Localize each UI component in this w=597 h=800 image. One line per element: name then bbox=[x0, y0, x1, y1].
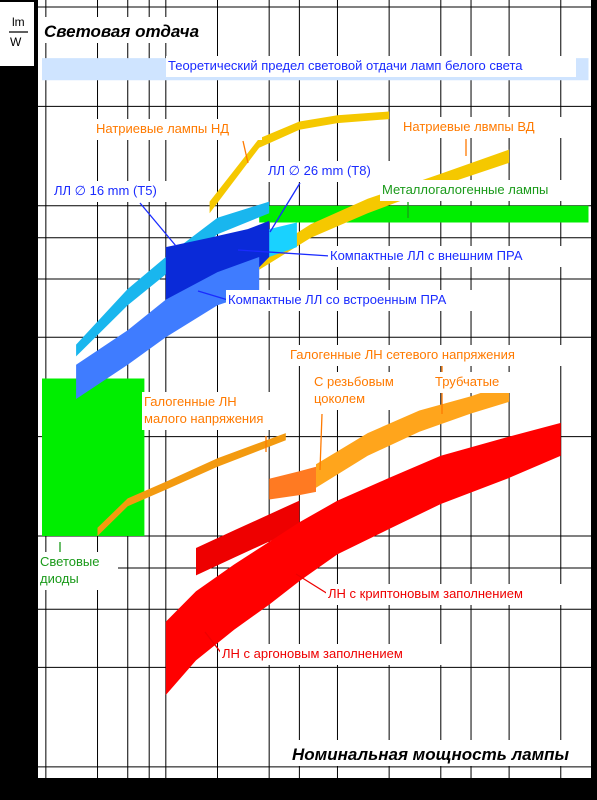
annotation-box-kr bbox=[326, 584, 570, 605]
annotation-leader-t5 bbox=[139, 202, 177, 247]
annotation-label-theor: Теоретический предел световой отдачи лам… bbox=[168, 58, 523, 73]
x-axis-unit: W bbox=[576, 783, 589, 798]
annotation-label-led: диоды bbox=[40, 571, 79, 586]
series-band-2 bbox=[259, 205, 589, 223]
annotation-box-t8 bbox=[266, 161, 392, 182]
series-band-9 bbox=[97, 433, 286, 536]
annotation-box-na_nd bbox=[94, 119, 262, 140]
y-tick-label: 100 bbox=[12, 199, 34, 214]
annotation-label-na_nd: Натриевые лампы НД bbox=[96, 121, 229, 136]
x-tick-label: 10 bbox=[159, 783, 173, 798]
annotation-leader-cfl_ext bbox=[237, 249, 331, 257]
x-tick-label: 400 bbox=[430, 783, 452, 798]
annotation-box-ar bbox=[220, 644, 448, 665]
annotation-box-na_vd bbox=[401, 117, 569, 138]
annotation-label-hal_low: малого напряжения bbox=[144, 411, 263, 426]
series-band-7 bbox=[165, 220, 270, 306]
series-band-4 bbox=[259, 149, 510, 270]
annotation-box-hal_low bbox=[142, 392, 290, 430]
annotation-box-mh bbox=[380, 180, 580, 201]
annotation-leader-ar bbox=[204, 631, 223, 655]
annotation-box-t5 bbox=[52, 181, 188, 202]
x-tick-label: 2 bbox=[42, 783, 49, 798]
annotation-label-kr: ЛН с криптоновым заполнением bbox=[328, 586, 523, 601]
annotation-leader-kr bbox=[295, 573, 329, 595]
x-tick-label: 2000 bbox=[546, 783, 575, 798]
x-tick-label: 100 bbox=[327, 783, 349, 798]
x-tick-label: 40 bbox=[262, 783, 276, 798]
y-unit-numerator: lm bbox=[12, 15, 25, 29]
series-band-1 bbox=[42, 378, 145, 536]
y-tick-label: 200 bbox=[12, 99, 34, 114]
y-tick-label: 4 bbox=[27, 660, 34, 675]
annotation-box-theor bbox=[166, 56, 576, 77]
annotation-label-tube: Трубчатые bbox=[435, 374, 499, 389]
y-tick-label: 2 bbox=[27, 760, 34, 775]
y-axis-unit: lm W bbox=[0, 2, 34, 66]
annotation-leader-screw bbox=[319, 413, 323, 471]
y-tick-label: 8 bbox=[27, 561, 34, 576]
annotation-label-na_vd: Натриевые лвмпы ВД bbox=[403, 119, 535, 134]
x-tick-label: 60 bbox=[292, 783, 306, 798]
annotation-box-hal_mains bbox=[288, 345, 572, 366]
chart-title: Световая отдача bbox=[44, 22, 199, 41]
y-tick-label: 6 bbox=[27, 602, 34, 617]
series-band-10 bbox=[269, 466, 316, 500]
y-tick-label: 80 bbox=[20, 231, 34, 246]
y-tick-label: 20 bbox=[20, 430, 34, 445]
annotation-label-screw: С резьбовым bbox=[314, 374, 394, 389]
y-unit-denominator: W bbox=[10, 35, 22, 49]
x-tick-label: 4 bbox=[94, 783, 101, 798]
annotation-label-ar: ЛН с аргоновым заполнением bbox=[222, 646, 403, 661]
annotation-label-t5: ЛЛ ∅ 16 mm (T5) bbox=[54, 183, 157, 198]
series-band-11 bbox=[316, 383, 510, 488]
annotation-label-led: Световые bbox=[40, 554, 99, 569]
series-band-3 bbox=[209, 111, 390, 214]
x-tick-label: 20 bbox=[210, 783, 224, 798]
annotation-label-hal_mains: Галогенные ЛН сетевого напряжения bbox=[290, 347, 515, 362]
y-tick-label: 60 bbox=[20, 272, 34, 287]
annotation-box-screw bbox=[312, 372, 412, 410]
annotation-leader-t8 bbox=[269, 182, 301, 233]
annotation-leader-na_nd bbox=[242, 140, 249, 164]
annotation-label-hal_low: Галогенные ЛН bbox=[144, 394, 237, 409]
annotation-label-mh: Металлогалогенные лампы bbox=[382, 182, 548, 197]
y-unit-box bbox=[0, 2, 34, 66]
series-band-5 bbox=[76, 201, 270, 357]
y-tick-label: 10 bbox=[20, 529, 34, 544]
annotations: Теоретический предел световой отдачи лам… bbox=[38, 56, 580, 665]
annotation-label-cfl_ext: Компактные ЛЛ с внешним ПРА bbox=[330, 248, 523, 263]
annotation-leader-cfl_int bbox=[197, 290, 229, 301]
series-band-13 bbox=[165, 422, 561, 695]
annotation-box-cfl_ext bbox=[328, 246, 566, 267]
title-box bbox=[40, 17, 216, 43]
annotation-box-tube bbox=[433, 372, 517, 393]
x-tick-label: 8 bbox=[146, 783, 153, 798]
annotation-box-led bbox=[38, 552, 118, 590]
series-band-12 bbox=[196, 500, 300, 576]
xlabel-box bbox=[286, 740, 582, 766]
x-tick-label: 200 bbox=[378, 783, 400, 798]
y-tick-label: 40 bbox=[20, 330, 34, 345]
x-tick-label: 1000 bbox=[495, 783, 524, 798]
x-tick-label: 600 bbox=[460, 783, 482, 798]
annotation-label-t8: ЛЛ ∅ 26 mm (T8) bbox=[268, 163, 371, 178]
annotation-box-cfl_int bbox=[226, 290, 500, 311]
series-band-8 bbox=[76, 257, 260, 399]
annotation-label-cfl_int: Компактные ЛЛ со встроенным ПРА bbox=[228, 292, 447, 307]
x-tick-label: 6 bbox=[124, 783, 131, 798]
annotation-label-screw: цоколем bbox=[314, 391, 365, 406]
x-axis-label: Номинальная мощность лампы bbox=[292, 745, 570, 764]
